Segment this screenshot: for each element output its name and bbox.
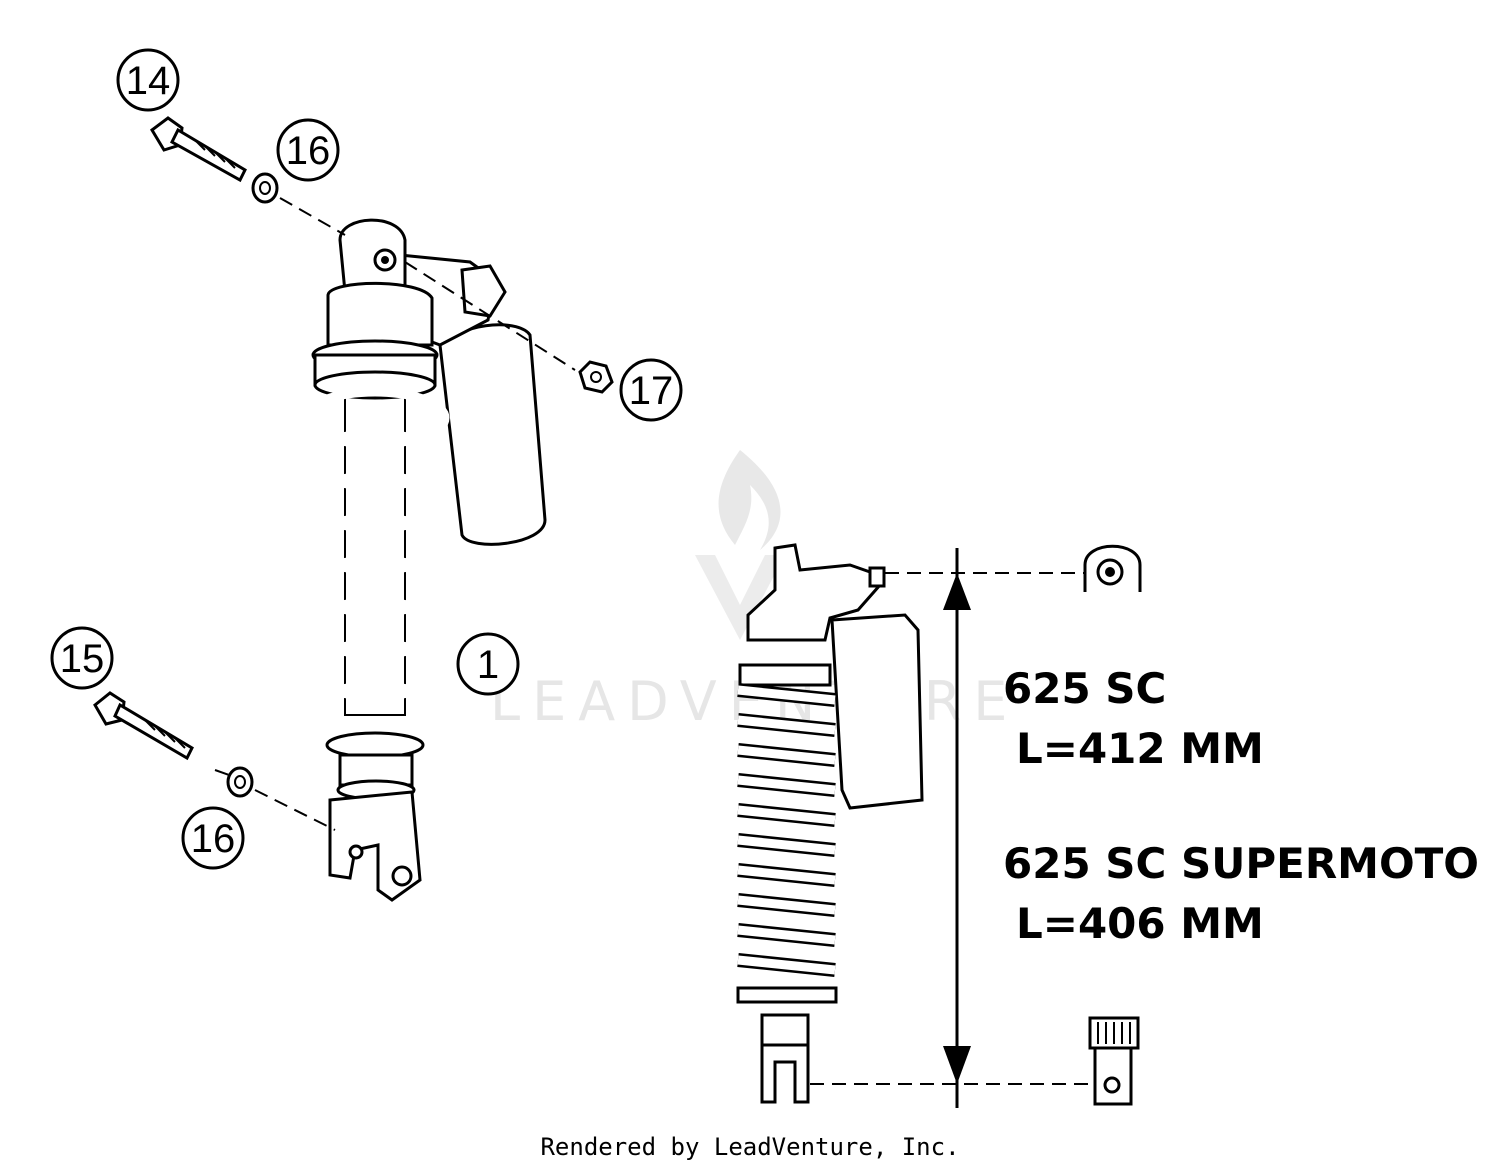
bottom-bolt-leader (214, 769, 336, 831)
callout-14-circle (116, 48, 180, 112)
callout-15[interactable]: 15 (50, 626, 114, 690)
side-view-preload-collar (738, 663, 832, 687)
callout-16-bottom-label: 16 (191, 817, 236, 861)
callout-1-circle (456, 632, 520, 696)
callout-16-bottom-circle (181, 806, 245, 870)
callout-14-label: 14 (126, 59, 171, 103)
callout-15-label: 15 (60, 637, 105, 681)
top-lock-nut (578, 360, 614, 394)
callout-16-top-circle (276, 118, 340, 182)
spec-length-625-sc-supermoto: L=406 MM (1016, 899, 1264, 948)
watermark-v-icon (695, 555, 785, 640)
spec-model-625-sc-supermoto: 625 SC SUPERMOTO (1003, 839, 1479, 888)
reservoir-canister (438, 323, 547, 546)
callout-16-top-label: 16 (286, 129, 331, 173)
coil-spring (300, 387, 450, 743)
adjuster-knob-icon (460, 264, 507, 318)
callout-16-bottom[interactable]: 16 (181, 806, 245, 870)
side-view-adjuster (760, 1013, 810, 1047)
side-view-top-mount (746, 543, 882, 642)
callout-16-top[interactable]: 16 (276, 118, 340, 182)
callout-1[interactable]: 1 (456, 632, 520, 696)
top-bolt-leader (279, 197, 346, 236)
top-washer (251, 172, 279, 204)
shock-top-body (326, 281, 434, 347)
side-view-spring (737, 683, 836, 977)
top-mounting-bolt (150, 116, 247, 183)
callout-14[interactable]: 14 (116, 48, 180, 112)
dimension-arrow-up-icon (943, 573, 971, 610)
watermark-flame-icon (718, 450, 781, 550)
side-view-reservoir (830, 613, 924, 810)
callout-1-label: 1 (477, 643, 499, 687)
callout-15-circle (50, 626, 114, 690)
bottom-eye-bore-icon (391, 865, 413, 887)
render-credit: Rendered by LeadVenture, Inc. (540, 1133, 959, 1161)
spec-length-625-sc: L=412 MM (1016, 724, 1264, 773)
shock-length-dimension-drawing: 625 SC L=412 MM 625 SC SUPERMOTO L=406 M… (736, 543, 1479, 1108)
callout-17-label: 17 (629, 369, 674, 413)
side-view-bottom-mount (760, 1043, 810, 1104)
spec-model-625-sc: 625 SC (1003, 664, 1166, 713)
callout-17[interactable]: 17 (619, 358, 683, 422)
dimension-arrow-down-icon (943, 1046, 971, 1084)
callout-17-circle (619, 358, 683, 422)
lower-spring-seat (325, 731, 425, 759)
top-nut-leader (404, 261, 576, 371)
bottom-washer (226, 766, 254, 798)
shock-absorber-exploded: 14 16 17 1 15 16 (50, 48, 683, 902)
top-eye-mount (338, 218, 407, 294)
bottom-mounting-bolt (93, 691, 194, 761)
